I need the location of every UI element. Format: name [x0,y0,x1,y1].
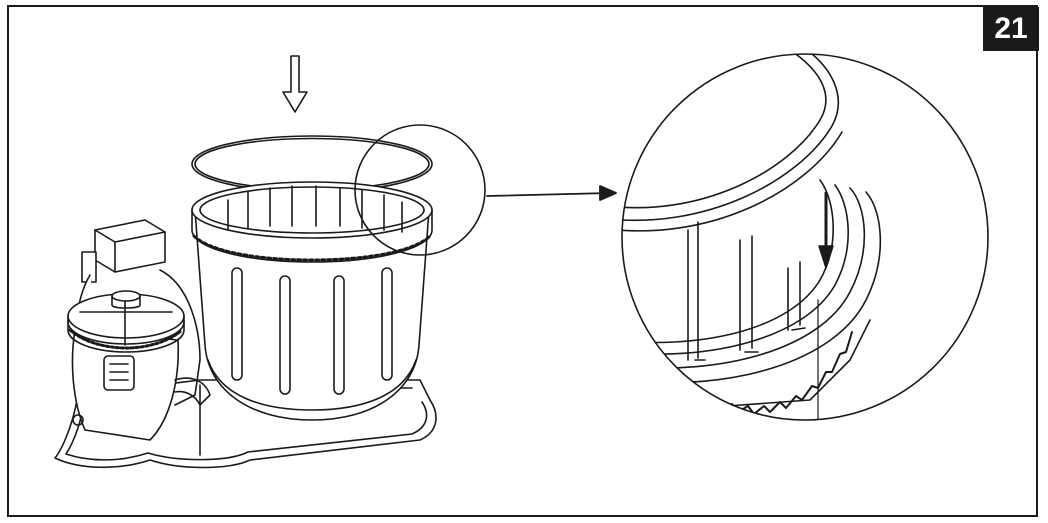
magnified-detail [622,54,882,420]
down-arrow-outline-icon [282,55,308,113]
instruction-frame [7,5,1038,517]
step-number-badge: 21 [983,7,1039,51]
magnified-detail-circle [621,53,989,421]
pump-housing [67,290,211,441]
down-arrow-solid-icon [818,191,834,269]
right-arrow-icon [486,185,617,201]
filter-tank-body [191,181,433,421]
magnify-source-circle [354,124,486,256]
